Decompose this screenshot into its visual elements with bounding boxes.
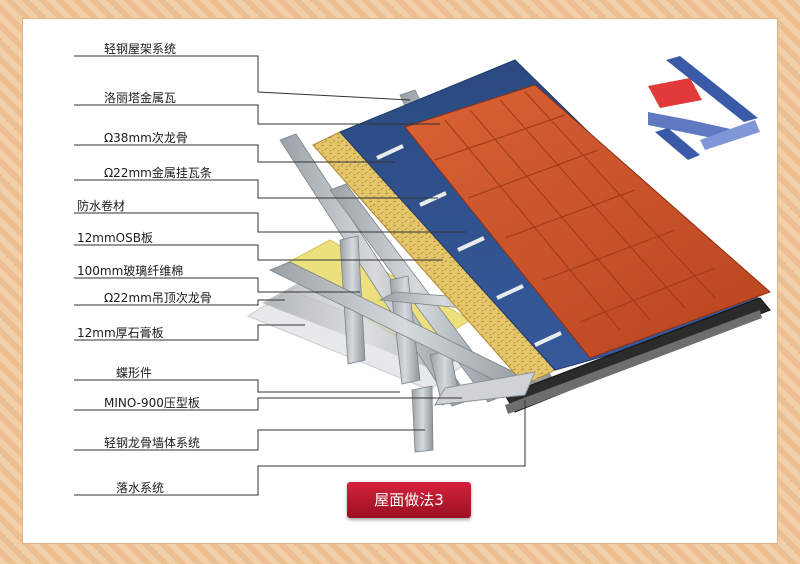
callout-secondary-keel-38: Ω38mm次龙骨: [104, 131, 188, 145]
tile-ridges: [434, 91, 716, 331]
callout-metal-tile: 洛丽塔金属瓦: [104, 91, 177, 105]
callout-waterproof-membrane: 防水卷材: [77, 199, 126, 213]
callout-butterfly-fitting: 蝶形件: [116, 366, 153, 380]
callout-light-steel-roof-truss: 轻钢屋架系统: [104, 42, 177, 56]
caption-badge: 屋面做法3: [347, 482, 471, 518]
callout-glass-fiber-cotton: 100mm玻璃纤维棉: [77, 264, 184, 278]
callout-osb-board: 12mmOSB板: [77, 231, 153, 245]
callout-drainage-system: 落水系统: [116, 481, 165, 495]
callout-ceiling-keel-22: Ω22mm吊顶次龙骨: [104, 291, 212, 305]
mino-profile-panel: [434, 371, 536, 406]
secondary-keels: [376, 144, 562, 347]
callout-mino-900-panel: MINO-900压型板: [104, 396, 200, 410]
leader-lines: [74, 55, 526, 496]
gutter-lip: [505, 310, 762, 414]
callout-tile-batten-22: Ω22mm金属挂瓦条: [104, 166, 212, 180]
callout-gypsum-board: 12mm厚石膏板: [77, 326, 164, 340]
company-logo: [648, 56, 760, 160]
callout-steel-keel-wall: 轻钢龙骨墙体系统: [104, 436, 201, 450]
metal-tile-roof: [404, 84, 771, 359]
